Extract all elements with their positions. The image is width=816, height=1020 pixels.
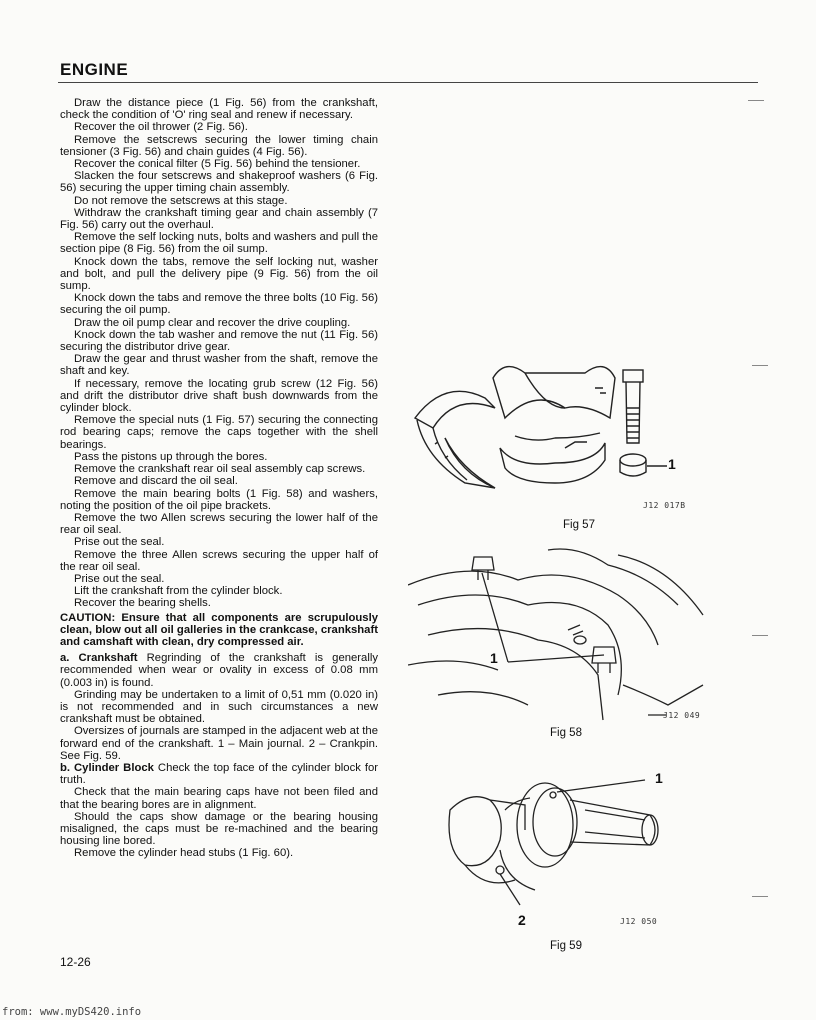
- paragraph: Remove the setscrews securing the lower …: [60, 133, 378, 158]
- figure-59-illustration: [445, 770, 685, 920]
- paragraph: Recover the oil thrower (2 Fig. 56).: [74, 121, 248, 134]
- paragraph: If necessary, remove the locating grub s…: [60, 377, 378, 415]
- cylinder-block-text: Check the top face of the cylinder block…: [60, 761, 379, 787]
- fig57-callout-1: 1: [668, 456, 676, 472]
- crankshaft-heading: a. Crankshaft: [60, 652, 138, 665]
- margin-mark: [752, 896, 768, 897]
- cylinder-block-heading: b. Cylinder Block: [60, 761, 154, 774]
- paragraph: Remove the self locking nuts, bolts and …: [60, 231, 378, 256]
- paragraph: Draw the gear and thrust washer from the…: [60, 353, 378, 378]
- body-text-column: Draw the distance piece (1 Fig. 56) from…: [60, 97, 378, 860]
- paragraph: Do not remove the setscrews at this stag…: [74, 194, 288, 207]
- paragraph: Remove the special nuts (1 Fig. 57) secu…: [60, 414, 378, 451]
- paragraph: Knock down the tabs, remove the self loc…: [60, 255, 378, 293]
- paragraph: Check that the main bearing caps have no…: [60, 786, 378, 811]
- paragraph: Withdraw the crankshaft timing gear and …: [60, 206, 378, 232]
- fig58-reference: J12 049: [663, 711, 701, 720]
- paragraph: Knock down the tab washer and remove the…: [60, 328, 378, 354]
- paragraph: Remove and discard the oil seal.: [74, 475, 238, 488]
- paragraph: Draw the distance piece (1 Fig. 56) from…: [60, 97, 378, 122]
- paragraph: Draw the oil pump clear and recover the …: [74, 316, 351, 329]
- paragraph: Grinding may be undertaken to a limit of…: [60, 688, 378, 726]
- paragraph: Remove the crankshaft rear oil seal asse…: [74, 463, 366, 476]
- paragraph: Prise out the seal.: [74, 536, 165, 549]
- page-header-title: ENGINE: [60, 60, 129, 79]
- paragraph: Should the caps show damage or the beari…: [60, 810, 378, 848]
- fig57-reference: J12 017B: [643, 501, 686, 510]
- crankshaft-text: Regrinding of the crankshaft is generall…: [60, 652, 379, 689]
- margin-mark: [748, 100, 764, 101]
- crankshaft-section: a. Crankshaft Regrinding of the cranksha…: [60, 652, 378, 689]
- figure-58-illustration: [408, 545, 708, 725]
- paragraph: Remove the two Allen screws securing the…: [60, 511, 378, 537]
- fig57-caption: Fig 57: [563, 519, 595, 531]
- cylinder-block-section: b. Cylinder Block Check the top face of …: [60, 762, 378, 786]
- fig59-reference: J12 050: [620, 917, 658, 926]
- paragraph: Lift the crankshaft from the cylinder bl…: [74, 585, 283, 598]
- paragraph: Prise out the seal.: [74, 572, 165, 585]
- paragraph: Recover the conical filter (5 Fig. 56) b…: [74, 158, 361, 171]
- paragraph: Remove the three Allen screws securing t…: [60, 548, 378, 573]
- paragraph: Pass the pistons up through the bores.: [74, 450, 268, 463]
- header-rule: [58, 82, 758, 83]
- paragraph: Knock down the tabs and remove the three…: [60, 292, 378, 317]
- paragraph: Slacken the four setscrews and shakeproo…: [60, 170, 378, 195]
- fig58-caption: Fig 58: [550, 727, 582, 739]
- margin-mark: [752, 635, 768, 636]
- fig58-callout-1: 1: [490, 650, 498, 666]
- margin-mark: [752, 365, 768, 366]
- caution-note: CAUTION: Ensure that all components are …: [60, 611, 378, 648]
- fig59-callout-1: 1: [655, 770, 663, 786]
- page-number: 12-26: [60, 955, 91, 969]
- paragraph: Oversizes of journals are stamped in the…: [60, 725, 378, 762]
- figure-57-illustration: [405, 348, 695, 518]
- fig59-callout-2: 2: [518, 912, 526, 928]
- paragraph: Recover the bearing shells.: [74, 597, 211, 610]
- footer-source-url: from: www.myDS420.info: [2, 1006, 142, 1018]
- paragraph: Remove the cylinder head stubs (1 Fig. 6…: [74, 847, 294, 860]
- paragraph: Remove the main bearing bolts (1 Fig. 58…: [60, 487, 378, 512]
- fig59-caption: Fig 59: [550, 940, 582, 952]
